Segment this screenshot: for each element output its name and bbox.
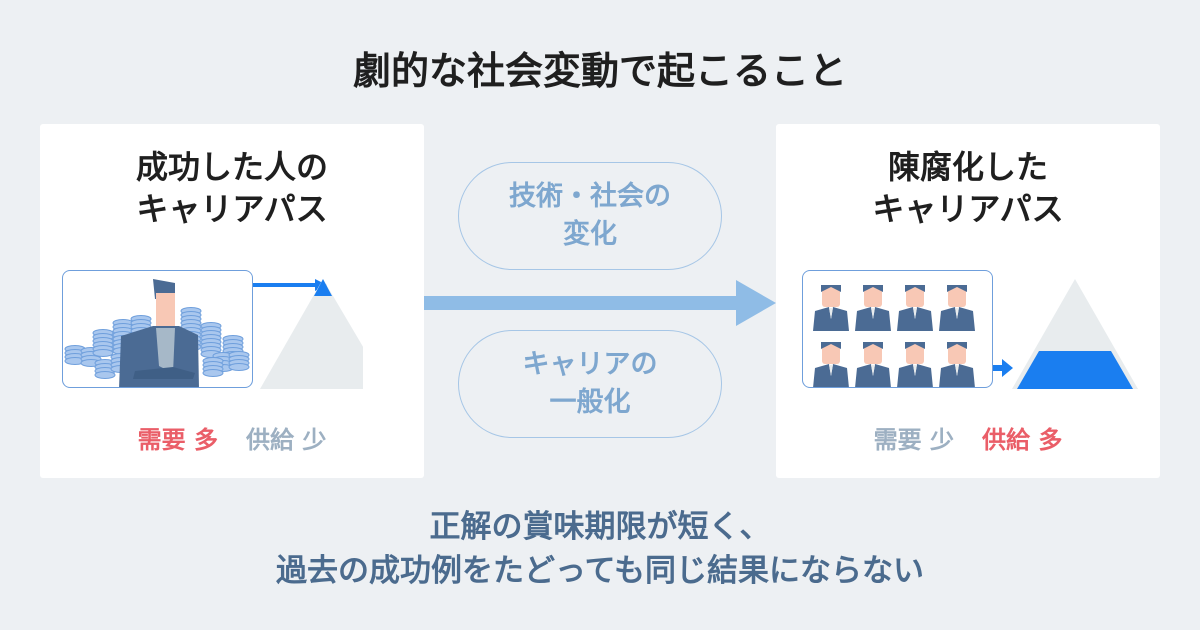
- demand-label: 需要 多: [137, 426, 218, 454]
- person-icon: [855, 285, 891, 331]
- demand-supply-labels: 需要 少供給 多: [776, 420, 1160, 455]
- conclusion-text: 正解の賞味期限が短く、過去の成功例をたどっても同じ結果にならない: [0, 505, 1200, 593]
- card-title: 陳腐化したキャリアパス: [776, 146, 1160, 230]
- card-title: 成功した人のキャリアパス: [40, 146, 424, 230]
- page-title: 劇的な社会変動で起こること: [352, 49, 847, 93]
- people-grid-icon: [813, 285, 975, 387]
- title-line: 陳腐化した: [887, 148, 1048, 186]
- pill-career-generalization: キャリアの一般化: [458, 330, 722, 438]
- pill-text: 一般化: [549, 387, 631, 418]
- transition-arrow: [424, 280, 776, 326]
- person-icon: [939, 342, 975, 387]
- person-icon: [855, 342, 891, 387]
- person-icon: [813, 342, 849, 387]
- pyramid-base-highlight: [1017, 351, 1133, 389]
- pill-tech-social-change: 技術・社会の変化: [458, 162, 722, 270]
- coin: [92, 349, 114, 357]
- person-with-coins-icon: [64, 279, 250, 387]
- demand-supply-pyramid: [993, 279, 1138, 389]
- title-line: 成功した人の: [135, 148, 328, 186]
- person-icon: [897, 285, 933, 331]
- pill-text: 技術・社会の: [509, 181, 671, 212]
- pyramid: [260, 279, 363, 389]
- coin: [94, 371, 116, 379]
- arrow-line: [993, 365, 1003, 371]
- demand-supply-labels: 需要 多供給 少: [40, 420, 424, 455]
- person-icon: [813, 285, 849, 331]
- conclusion-line: 正解の賞味期限が短く、: [429, 509, 771, 545]
- person-icon: [939, 285, 975, 331]
- conclusion-line: 過去の成功例をたどっても同じ結果にならない: [276, 553, 924, 589]
- many-people-illustration: [802, 270, 993, 388]
- arrow-head: [1002, 359, 1013, 377]
- coin: [202, 369, 224, 377]
- pill-text: キャリアの: [522, 349, 658, 380]
- supply-label: 供給 少: [246, 426, 327, 454]
- demand-supply-pyramid: [253, 279, 363, 389]
- successful-person-illustration: [62, 270, 253, 388]
- pill-text: 変化: [563, 219, 617, 250]
- successful-career-card: 成功した人のキャリアパス 需要 多供給 少: [40, 124, 424, 478]
- title-line: キャリアパス: [872, 190, 1064, 228]
- pyramid-top-highlight: [314, 279, 332, 296]
- demand-label: 需要 少: [873, 426, 954, 454]
- title-line: キャリアパス: [136, 190, 328, 228]
- person-icon: [897, 342, 933, 387]
- supply-label: 供給 多: [982, 426, 1063, 454]
- coin: [228, 363, 250, 371]
- obsolete-career-card: 陳腐化したキャリアパス 需要 少供給 多: [776, 124, 1160, 478]
